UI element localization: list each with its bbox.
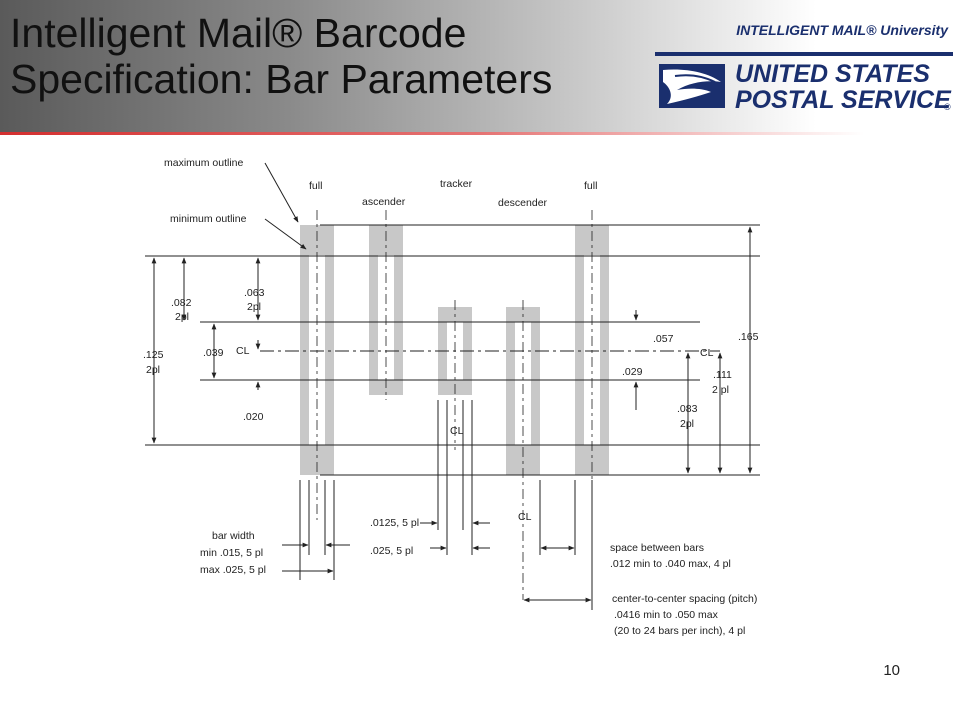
label-space-between: space between bars xyxy=(610,542,704,554)
label-cl-descender: CL xyxy=(518,511,532,523)
label-space-between-val: .012 min to .040 max, 4 pl xyxy=(610,558,731,570)
logo-registered: ® xyxy=(944,102,951,112)
title-banner xyxy=(0,0,960,133)
label-cl-tracker: CL xyxy=(450,425,464,437)
label-063: .063 xyxy=(244,287,265,299)
label-bar-width-min: min .015, 5 pl xyxy=(200,547,263,559)
right-dimensions xyxy=(633,226,753,474)
label-025: .025, 5 pl xyxy=(370,545,413,557)
label-165: .165 xyxy=(738,331,759,343)
label-057: .057 xyxy=(653,333,674,345)
usps-logo: UNITED STATES POSTAL SERVICE ® xyxy=(655,52,953,114)
label-039: .039 xyxy=(203,347,224,359)
label-cl-right: CL xyxy=(700,347,714,359)
extension-lines xyxy=(299,400,593,610)
eagle-icon xyxy=(659,64,725,108)
label-083: .083 xyxy=(677,403,698,415)
reference-lines xyxy=(145,224,760,476)
label-020: .020 xyxy=(243,411,264,423)
slide-title-line2: Specification: Bar Parameters xyxy=(10,56,553,102)
label-max-outline: maximum outline xyxy=(164,157,244,169)
bars xyxy=(300,225,609,475)
label-cl-left: CL xyxy=(236,345,250,357)
page-number: 10 xyxy=(883,662,900,679)
slide-title: Intelligent Mail® Barcode Specification:… xyxy=(10,10,552,102)
label-pitch: center-to-center spacing (pitch) xyxy=(612,593,757,605)
bar-centerlines xyxy=(316,210,593,600)
bottom-dimensions xyxy=(282,520,592,603)
label-125-pl: 2pl xyxy=(146,364,160,376)
title-underline xyxy=(0,132,960,135)
label-full-left: full xyxy=(309,180,322,192)
label-pitch-note: (20 to 24 bars per inch), 4 pl xyxy=(614,625,745,637)
label-082: .082 xyxy=(171,297,192,309)
logo-line2: POSTAL SERVICE xyxy=(735,86,952,114)
label-full-right: full xyxy=(584,180,597,192)
label-083-pl: 2pl xyxy=(680,418,694,430)
diagram-labels: maximum outline minimum outline full asc… xyxy=(143,157,759,637)
left-dimensions xyxy=(151,257,261,444)
label-111-pl: 2 pl xyxy=(712,384,729,396)
logo-top-rule xyxy=(655,52,953,56)
label-ascender: ascender xyxy=(362,196,406,208)
slide-title-line1: Intelligent Mail® Barcode xyxy=(10,10,467,56)
bar-parameters-diagram: maximum outline minimum outline full asc… xyxy=(143,157,760,637)
label-111: .111 xyxy=(713,369,732,381)
label-pitch-val: .0416 min to .050 max xyxy=(614,609,719,621)
label-063-pl: 2pl xyxy=(247,301,261,313)
label-bar-width: bar width xyxy=(212,530,255,542)
outline-leaders xyxy=(264,162,307,250)
label-descender: descender xyxy=(498,197,548,209)
label-082-pl: 2pl xyxy=(175,311,189,323)
label-125: .125 xyxy=(143,349,164,361)
logo-line1: UNITED STATES xyxy=(735,60,930,88)
label-tracker: tracker xyxy=(440,178,473,190)
university-label: INTELLIGENT MAIL® University xyxy=(736,22,948,38)
label-029: .029 xyxy=(622,366,643,378)
label-min-outline: minimum outline xyxy=(170,213,247,225)
label-0125: .0125, 5 pl xyxy=(370,517,419,529)
label-bar-width-max: max .025, 5 pl xyxy=(200,564,266,576)
